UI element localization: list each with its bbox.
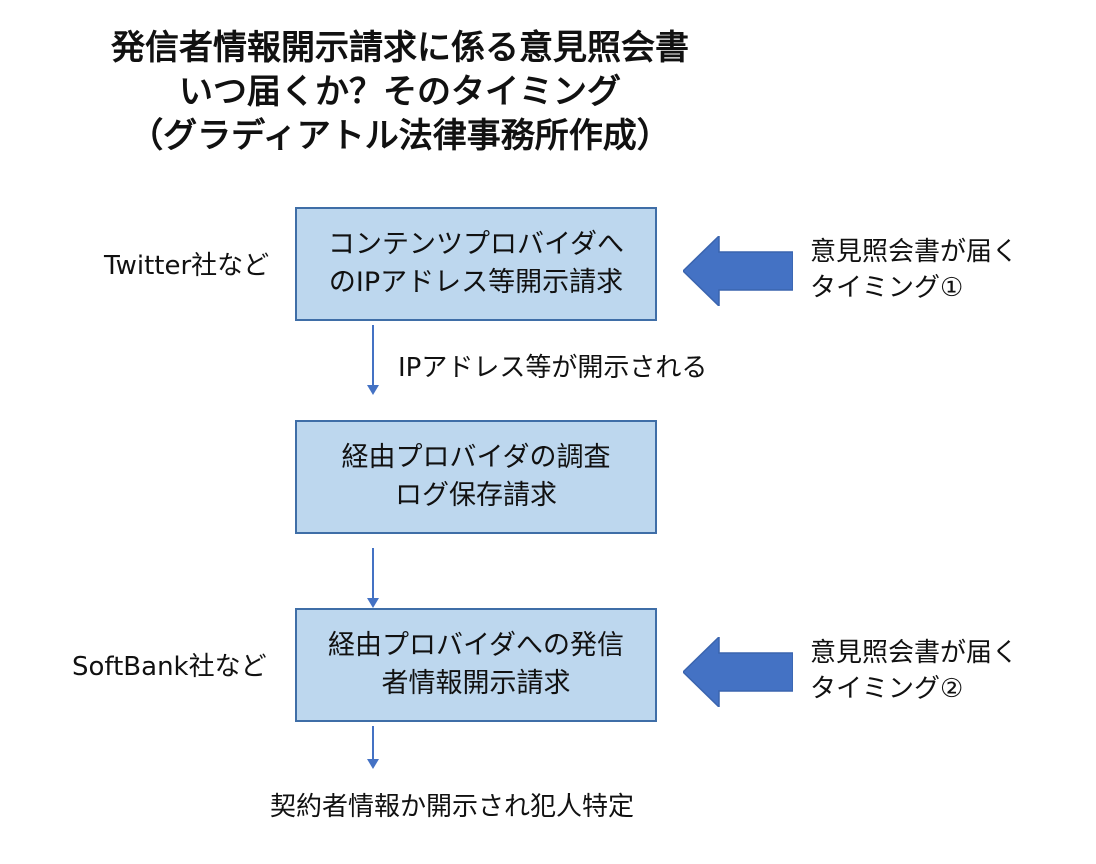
timing-2-label: 意見照会書が届く タイミング② xyxy=(810,635,1018,707)
connector-line-3 xyxy=(372,726,374,759)
timing-1-line-1: 意見照会書が届く xyxy=(810,237,1019,267)
timing-2-line-1: 意見照会書が届く xyxy=(810,638,1019,668)
step-2-line-2: ログ保存請求 xyxy=(394,480,557,511)
title-line-1: 発信者情報開示請求に係る意見照会書 xyxy=(111,28,689,68)
side-label-twitter: Twitter社など xyxy=(104,251,270,281)
step-box-content-provider-request: コンテンツプロバイダへ のIPアドレス等開示請求 xyxy=(295,207,657,321)
timing-2-arrow-icon xyxy=(683,637,793,707)
step-box-log-preservation-request: 経由プロバイダの調査 ログ保存請求 xyxy=(295,420,657,534)
step-3-line-1: 経由プロバイダへの発信 xyxy=(328,630,624,661)
connector-line-2 xyxy=(372,548,374,598)
final-outcome-label: 契約者情報か開示され犯人特定 xyxy=(270,792,635,822)
timing-1-line-2: タイミング① xyxy=(810,273,964,303)
step-2-line-1: 経由プロバイダの調査 xyxy=(341,442,611,473)
title-line-3: （グラディアトル法律事務所作成） xyxy=(129,116,671,156)
timing-1-arrow-icon xyxy=(683,236,793,306)
step-1-line-1: コンテンツプロバイダへ xyxy=(328,229,624,260)
timing-1-label: 意見照会書が届く タイミング① xyxy=(810,234,1018,306)
timing-2-line-2: タイミング② xyxy=(810,674,964,704)
page-title: 発信者情報開示請求に係る意見照会書 いつ届くか？そのタイミング （グラディアトル… xyxy=(40,26,760,158)
step-box-sender-info-request: 経由プロバイダへの発信 者情報開示請求 xyxy=(295,608,657,722)
step-3-line-2: 者情報開示請求 xyxy=(381,668,571,699)
connector-arrowhead-3 xyxy=(367,759,379,769)
side-label-softbank: SoftBank社など xyxy=(72,652,267,682)
connector-arrowhead-2 xyxy=(367,598,379,608)
connector-label-ip-disclosed: IPアドレス等が開示される xyxy=(398,353,708,383)
title-line-2: いつ届くか？そのタイミング xyxy=(179,72,621,112)
step-1-line-2: のIPアドレス等開示請求 xyxy=(328,267,624,298)
connector-line-1 xyxy=(372,325,374,385)
connector-arrowhead-1 xyxy=(367,385,379,395)
